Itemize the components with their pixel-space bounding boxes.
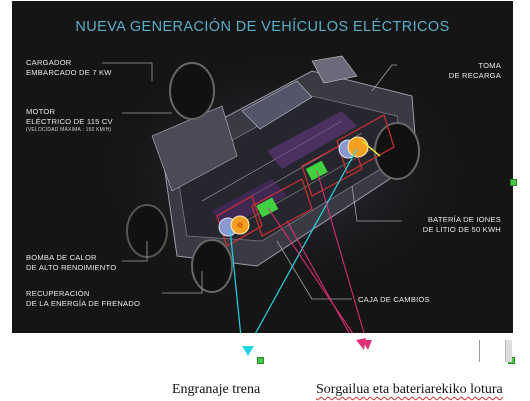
label-toma-line2: DE RECARGA	[448, 70, 501, 80]
label-toma: TOMA DE RECARGA	[449, 61, 501, 80]
diagram-slide: NUEVA GENERACIÓN DE VEHÍCULOS ELÉCTRICOS…	[12, 1, 513, 333]
caption-left: Engranaje trena	[172, 382, 261, 397]
label-bateria: BATERÍA DE IONES DE LITIO DE 50 KWH	[423, 215, 501, 234]
pink-arrowhead-2	[362, 340, 372, 350]
divider-tick	[479, 340, 480, 362]
label-bateria-line2: DE LITIO DE 50 KWH	[422, 224, 501, 234]
green-module-1	[256, 197, 279, 218]
label-bomba-line2: DE ALTO RENDIMIENTO	[26, 262, 117, 272]
scrollbar[interactable]	[505, 340, 512, 362]
pink-arrow-line-1	[267, 207, 354, 333]
caption-right: Sorgailua eta bateriarekiko lotura	[316, 382, 503, 397]
ev-chassis-illustration	[92, 51, 472, 333]
selection-handle-right[interactable]	[510, 179, 517, 186]
cyan-arrowhead	[242, 346, 254, 356]
label-recuperacion: RECUPERACIÓN DE LA ENERGÍA DE FRENADO	[26, 289, 140, 308]
label-motor-line1: MOTOR	[26, 107, 56, 116]
highlighted-components	[218, 136, 381, 237]
red-highlight-boxes	[216, 114, 395, 247]
label-bateria-line1: BATERÍA DE IONES	[427, 215, 501, 224]
label-bomba: BOMBA DE CALOR DE ALTO RENDIMIENTO	[26, 253, 116, 272]
gear-right-orange	[347, 136, 369, 158]
label-caja: CAJA DE CAMBIOS	[358, 295, 430, 304]
diagram-title: NUEVA GENERACIÓN DE VEHÍCULOS ELÉCTRICOS	[75, 19, 450, 35]
label-toma-line1: TOMA	[478, 61, 501, 70]
label-motor-line2: ELÉCTRICO DE 115 CV	[26, 116, 113, 126]
label-recuperacion-line1: RECUPERACIÓN	[26, 289, 90, 298]
pink-arrow-line-3	[286, 220, 350, 333]
label-motor: MOTOR ELÉCTRICO DE 115 CV	[26, 107, 113, 126]
pink-arrows	[267, 170, 365, 333]
pink-arrowhead-1	[356, 338, 366, 350]
label-motor-note: (VELOCIDAD MÁXIMA : 150 KM/H)	[26, 127, 112, 133]
vehicle-chassis	[151, 55, 418, 267]
green-module-2	[305, 160, 328, 181]
pink-arrow-line-2	[316, 170, 365, 333]
label-cargador-line2: EMBARCADO DE 7 KW	[26, 67, 112, 77]
label-cargador: CARGADOR EMBARCADO DE 7 KW	[26, 58, 112, 77]
label-cargador-line1: CARGADOR	[26, 58, 72, 67]
leader-lines	[102, 62, 402, 300]
selection-handle[interactable]	[257, 357, 264, 364]
label-recuperacion-line2: DE LA ENERGÍA DE FRENADO	[26, 298, 141, 308]
cyan-arrow-line-1	[229, 228, 242, 333]
label-bomba-line1: BOMBA DE CALOR	[26, 253, 97, 262]
